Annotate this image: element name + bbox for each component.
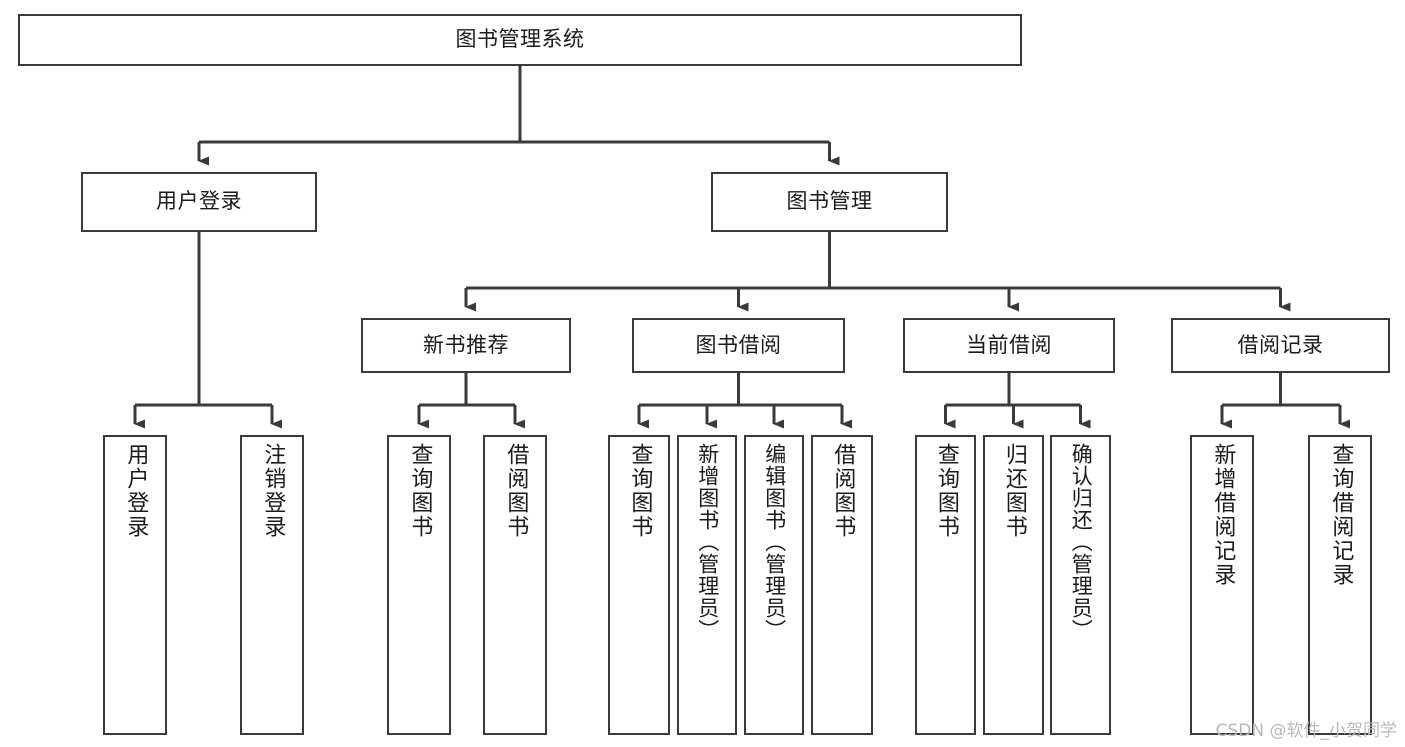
- node-label: 编辑图书（管理员）: [762, 443, 787, 641]
- node-leaf-return-book[interactable]: 归还图书: [983, 435, 1044, 735]
- node-leaf-edit-book[interactable]: 编辑图书（管理员）: [744, 435, 804, 735]
- node-label: 当前借阅: [966, 332, 1052, 357]
- node-new-book-recommend[interactable]: 新书推荐: [361, 318, 571, 373]
- node-leaf-query-record[interactable]: 查询借阅记录: [1308, 435, 1372, 735]
- node-label: 图书管理: [786, 189, 873, 214]
- node-label: 新增图书（管理员）: [695, 443, 720, 641]
- node-label: 查询图书: [407, 443, 433, 539]
- node-leaf-confirm-return[interactable]: 确认归还（管理员）: [1050, 435, 1111, 735]
- node-current-borrow[interactable]: 当前借阅: [903, 318, 1115, 373]
- node-label: 注销登录: [260, 443, 286, 539]
- node-leaf-query-book-2[interactable]: 查询图书: [608, 435, 670, 735]
- node-root[interactable]: 图书管理系统: [18, 14, 1022, 66]
- node-label: 图书借阅: [695, 332, 782, 357]
- node-leaf-borrow-book-2[interactable]: 借阅图书: [811, 435, 873, 735]
- node-label: 查询借阅记录: [1328, 443, 1354, 587]
- node-book-borrow[interactable]: 图书借阅: [632, 318, 845, 373]
- node-label: 查询图书: [627, 443, 653, 539]
- node-label: 借阅图书: [503, 443, 529, 539]
- node-book-manage[interactable]: 图书管理: [711, 172, 948, 232]
- watermark-text: CSDN @软件_小贺同学: [1215, 721, 1397, 741]
- node-label: 借阅图书: [830, 443, 856, 539]
- node-label: 新书推荐: [423, 332, 509, 357]
- node-leaf-add-record[interactable]: 新增借阅记录: [1190, 435, 1254, 735]
- node-label: 借阅记录: [1237, 332, 1324, 357]
- node-label: 用户登录: [123, 443, 149, 539]
- node-label: 归还图书: [1001, 443, 1027, 539]
- node-leaf-borrow-book-1[interactable]: 借阅图书: [483, 435, 547, 735]
- node-label: 确认归还（管理员）: [1069, 443, 1094, 641]
- node-leaf-user-login[interactable]: 用户登录: [103, 435, 167, 735]
- node-leaf-query-book-1[interactable]: 查询图书: [387, 435, 451, 735]
- node-label: 图书管理系统: [455, 27, 585, 52]
- node-label: 查询图书: [933, 443, 959, 539]
- node-leaf-logout[interactable]: 注销登录: [240, 435, 304, 735]
- node-label: 用户登录: [156, 189, 242, 214]
- node-borrow-record[interactable]: 借阅记录: [1171, 318, 1390, 373]
- node-leaf-add-book[interactable]: 新增图书（管理员）: [677, 435, 737, 735]
- node-user-login[interactable]: 用户登录: [81, 172, 317, 232]
- node-label: 新增借阅记录: [1210, 443, 1236, 587]
- node-leaf-query-book-3[interactable]: 查询图书: [915, 435, 976, 735]
